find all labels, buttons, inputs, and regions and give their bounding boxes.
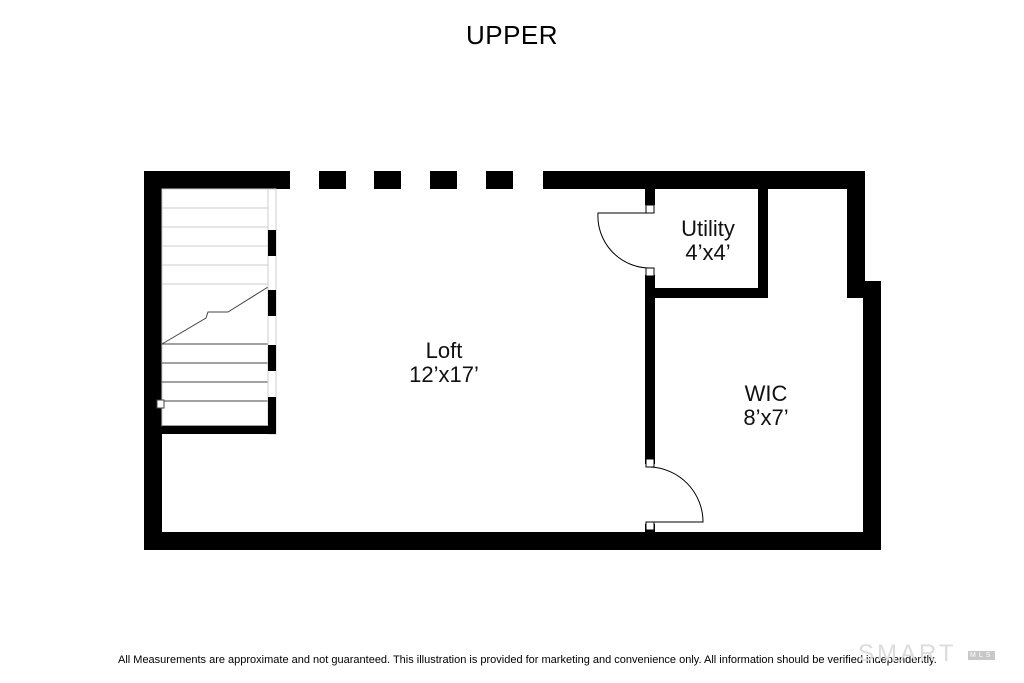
mls-badge: MLS	[968, 651, 996, 660]
wall-top-left	[144, 171, 290, 189]
wall-top-right	[543, 171, 865, 189]
utility-wall-right	[758, 189, 768, 297]
wall-right-upper	[847, 171, 865, 298]
partition-mid	[645, 275, 655, 464]
room-name-wic: WIC	[745, 381, 788, 406]
room-size-utility: 4’x4’	[685, 240, 730, 265]
wall-bottom	[144, 532, 881, 550]
walls	[144, 171, 881, 550]
wall-dash-4	[486, 171, 513, 189]
wall-dash-1	[319, 171, 346, 189]
room-size-loft: 12’x17’	[409, 362, 479, 387]
wall-right-lower	[863, 281, 881, 550]
wall-dash-2	[374, 171, 401, 189]
smart-mls-watermark: SMART	[858, 640, 957, 667]
room-name-loft: Loft	[426, 338, 463, 363]
wall-dash-3	[430, 171, 457, 189]
disclaimer-text: All Measurements are approximate and not…	[118, 654, 937, 666]
utility-wall-bottom	[645, 288, 768, 298]
stairs	[156, 188, 277, 435]
wall-left	[144, 171, 162, 550]
plan-title: UPPER	[465, 20, 559, 50]
partition-top	[645, 189, 655, 205]
room-name-utility: Utility	[681, 216, 735, 241]
doors	[597, 204, 704, 531]
room-size-wic: 8’x7’	[743, 405, 788, 430]
